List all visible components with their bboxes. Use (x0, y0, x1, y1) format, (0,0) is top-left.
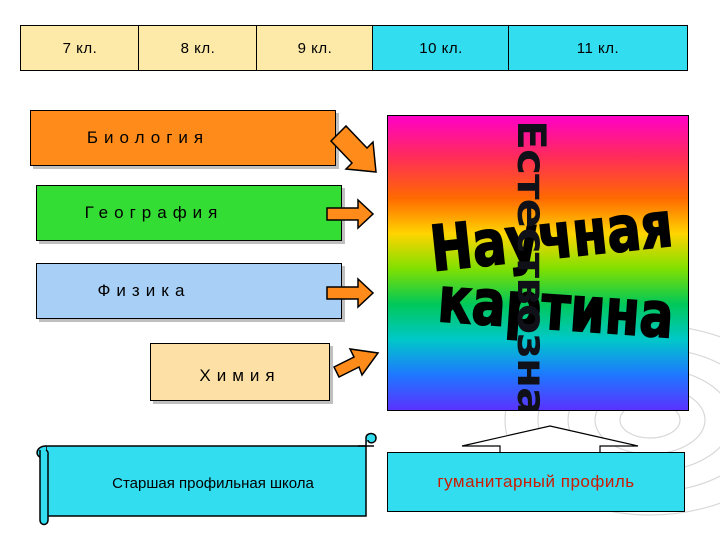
geography-box: География (36, 185, 342, 241)
grade-9-label: 9 кл. (297, 39, 333, 57)
school-banner-text: Старшая профильная школа (112, 474, 314, 492)
grade-header: 7 кл. 8 кл. 9 кл. 10 кл. 11 кл. (20, 25, 688, 71)
grade-8-label: 8 кл. (180, 39, 216, 57)
physics-box: Физика (36, 263, 342, 319)
grade-7-label: 7 кл. (62, 39, 98, 57)
scroll-shape (36, 432, 377, 526)
school-scroll-banner: Старшая профильная школа (32, 432, 382, 527)
grade-11-label: 11 кл. (576, 39, 620, 57)
profile-box: гуманитарный профиль (387, 452, 685, 512)
grade-10-label: 10 кл. (419, 39, 463, 57)
biology-label: Биология (86, 128, 210, 147)
natural-science-panel: Научная картина Естествознание (387, 115, 689, 411)
wordart-line-2: картина (435, 263, 677, 353)
profile-label: гуманитарный профиль (437, 472, 635, 491)
chemistry-box: Химия (150, 343, 330, 401)
grade-11-cell: 11 кл. (508, 25, 688, 71)
biology-box: Биология (30, 110, 336, 166)
chemistry-arrow (332, 348, 380, 379)
grade-9-cell: 9 кл. (256, 25, 374, 71)
chemistry-label: Химия (199, 366, 281, 385)
vertical-word: Естествознание (508, 120, 555, 411)
grade-8-cell: 8 кл. (138, 25, 258, 71)
biology-arrow (329, 124, 377, 173)
grade-10-cell: 10 кл. (372, 25, 510, 71)
geography-label: География (84, 203, 224, 222)
grade-7-cell: 7 кл. (20, 25, 140, 71)
physics-label: Физика (97, 281, 191, 300)
